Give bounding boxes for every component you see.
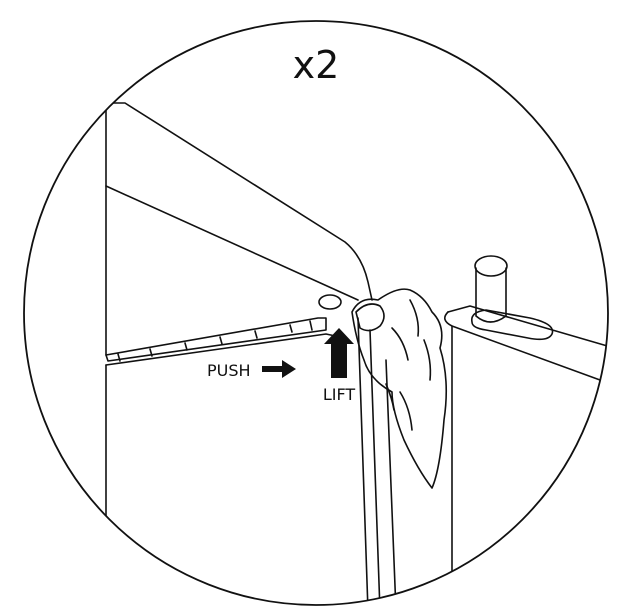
hinge-segments bbox=[117, 320, 313, 362]
push-label: PUSH bbox=[207, 361, 251, 380]
cabinet-side bbox=[357, 317, 397, 605]
hinge-pin-hole bbox=[318, 294, 342, 310]
hand-illustration bbox=[351, 288, 448, 489]
hinge-strip bbox=[105, 317, 327, 362]
push-arrow-icon bbox=[262, 360, 296, 378]
upper-door-inner-line bbox=[105, 185, 359, 301]
quantity-label: x2 bbox=[293, 43, 340, 87]
hinge-pin-block bbox=[444, 255, 608, 605]
lift-label: LIFT bbox=[323, 385, 356, 404]
upper-door-panel bbox=[105, 102, 373, 301]
lift-arrow-icon bbox=[324, 328, 354, 378]
detail-circle bbox=[23, 20, 609, 606]
